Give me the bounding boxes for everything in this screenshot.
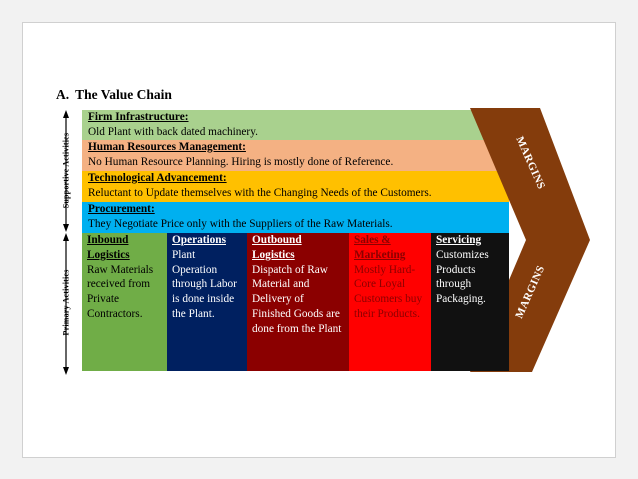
support-text: No Human Resource Planning. Hiring is mo… xyxy=(88,156,394,168)
support-heading: Firm Infrastructure: xyxy=(88,111,189,123)
primary-servicing: Servicing Customizes Products through Pa… xyxy=(431,233,509,371)
primary-heading: Inbound Logistics xyxy=(87,234,130,261)
primary-arrow-head-down xyxy=(63,367,69,375)
section-number: A. xyxy=(56,87,70,102)
support-human-resources: Human Resources Management: No Human Res… xyxy=(82,140,509,171)
primary-inbound-logistics: Inbound Logistics Raw Materials received… xyxy=(82,233,167,371)
support-heading: Human Resources Management: xyxy=(88,141,246,153)
support-firm-infrastructure: Firm Infrastructure: Old Plant with back… xyxy=(82,110,509,140)
section-title: A. The Value Chain xyxy=(56,87,172,103)
primary-text: Dispatch of Raw Material and Delivery of… xyxy=(252,263,342,335)
supportive-arrow-head-up xyxy=(63,110,69,118)
support-heading: Technological Advancement: xyxy=(88,172,227,184)
primary-operations: Operations Plant Operation through Labor… xyxy=(167,233,247,371)
primary-text: Mostly Hard-Core Loyal Customers buy the… xyxy=(354,263,423,320)
support-procurement: Procurement: They Negotiate Price only w… xyxy=(82,202,509,233)
primary-heading: Operations xyxy=(172,234,226,246)
supportive-arrow-head-down xyxy=(63,224,69,232)
primary-text: Raw Materials received from Private Cont… xyxy=(87,263,154,320)
primary-arrow-head-up xyxy=(63,233,69,241)
primary-outbound-logistics: Outbound Logistics Dispatch of Raw Mater… xyxy=(247,233,349,371)
primary-text: Plant Operation through Labor is done in… xyxy=(172,248,237,320)
support-text: They Negotiate Price only with the Suppl… xyxy=(88,218,393,230)
section-title-text: The Value Chain xyxy=(75,87,172,102)
primary-text: Customizes Products through Packaging. xyxy=(436,248,489,306)
primary-sales-marketing: Sales & Marketing Mostly Hard-Core Loyal… xyxy=(349,233,431,371)
primary-heading: Servicing xyxy=(436,234,482,246)
support-technology: Technological Advancement: Reluctant to … xyxy=(82,171,509,202)
support-text: Old Plant with back dated machinery. xyxy=(88,126,258,138)
support-text: Reluctant to Update themselves with the … xyxy=(88,187,432,199)
support-heading: Procurement: xyxy=(88,203,155,215)
primary-heading: Outbound Logistics xyxy=(252,234,302,261)
primary-heading: Sales & Marketing xyxy=(354,234,406,261)
